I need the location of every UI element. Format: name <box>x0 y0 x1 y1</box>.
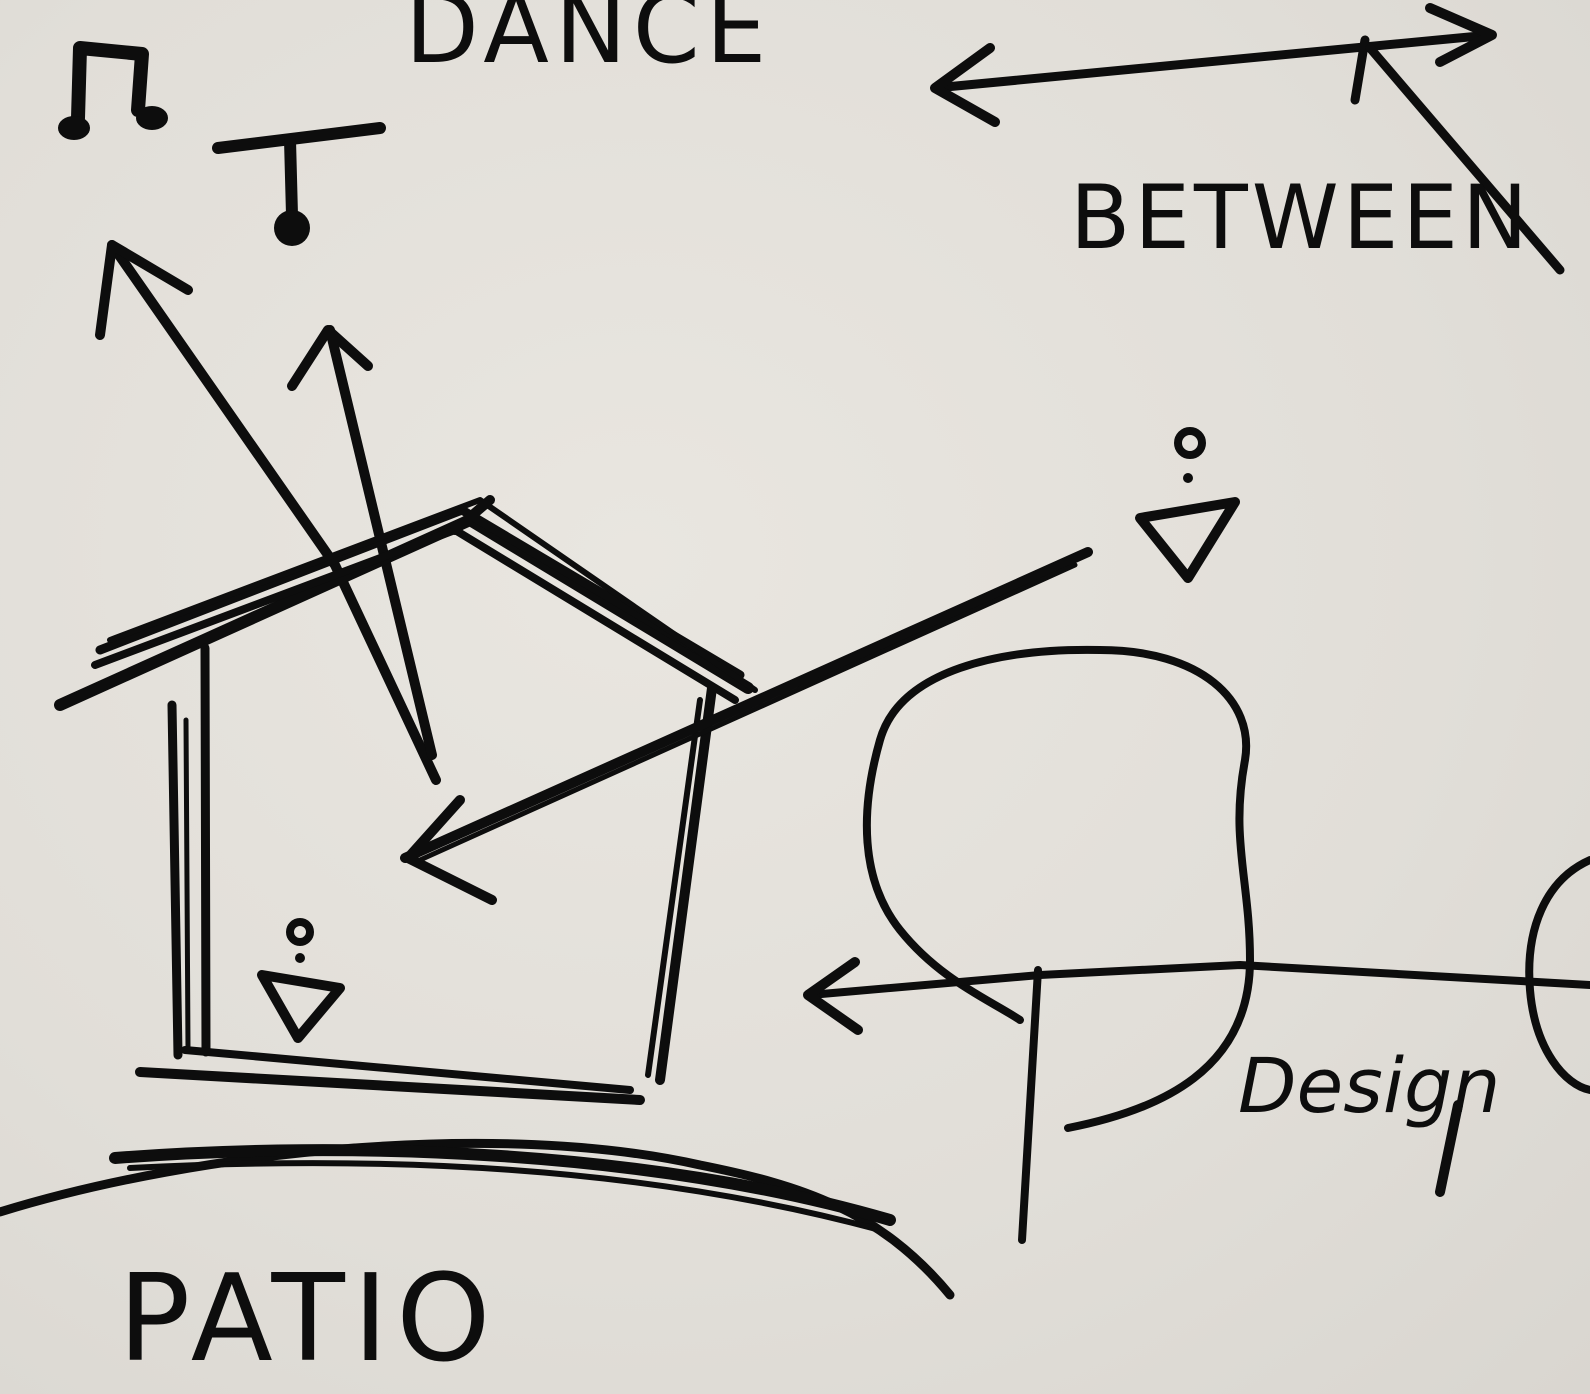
vertical-divider <box>1022 970 1038 1240</box>
between-label: BETWEEN <box>1070 166 1532 269</box>
design-label: Design <box>1238 1041 1500 1130</box>
person-icon <box>1140 431 1235 578</box>
arrow-left <box>808 962 1590 1030</box>
organic-blob <box>867 650 1250 1128</box>
microphone-icon <box>218 128 380 246</box>
person-icon <box>262 922 340 1038</box>
partial-circle <box>1529 860 1590 1090</box>
dance-label: DANCE <box>405 0 772 85</box>
patio-label: PATIO <box>118 1250 499 1389</box>
arrow-view-in <box>405 552 1088 900</box>
music-note-icon <box>58 48 168 140</box>
arrow-to-music <box>100 245 436 780</box>
